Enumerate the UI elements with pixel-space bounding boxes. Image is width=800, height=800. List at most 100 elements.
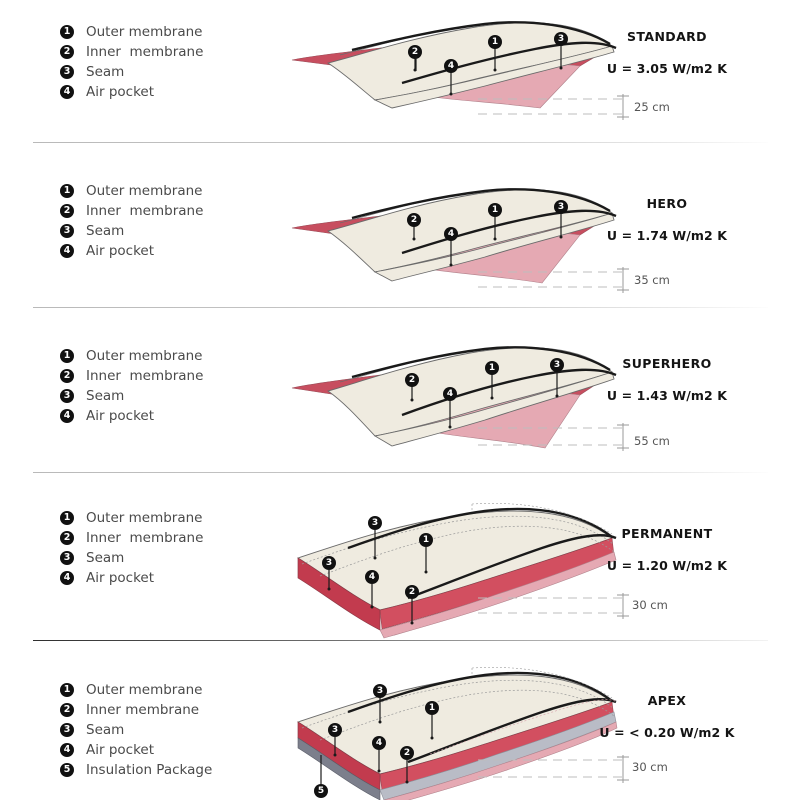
variant-row-superhero: 1 Outer membrane 2 Inner membrane 3 Seam… [0, 308, 800, 473]
variant-name: APEX [647, 693, 687, 708]
svg-text:1: 1 [489, 363, 495, 373]
callout-marker: 3 [554, 32, 568, 70]
callout-marker: 3 [328, 723, 342, 757]
variant-info-standard: STANDARD U = 3.05 W/m2 K [562, 29, 772, 76]
callout-marker: 1 [488, 35, 502, 72]
legend-badge: 2 [60, 703, 74, 717]
callout-marker: 1 [488, 203, 502, 241]
variant-u-value: U = < 0.20 W/m2 K [599, 725, 735, 740]
variant-row-apex: 1 Outer membrane 2 Inner membrane 3 Seam… [0, 641, 800, 800]
list-item: 4 Air pocket [60, 406, 203, 426]
legend-badge: 1 [60, 683, 74, 697]
membrane-illustration-hero: 2 4 1 3 [280, 173, 620, 303]
list-item: 4 Air pocket [60, 82, 203, 102]
row-divider [33, 640, 768, 642]
legend-label: Outer membrane [86, 348, 203, 364]
variant-name: PERMANENT [621, 526, 713, 541]
svg-text:4: 4 [369, 572, 375, 582]
svg-text:1: 1 [492, 205, 498, 215]
legend-badge: 4 [60, 244, 74, 258]
dimension-label: 55 cm [634, 434, 670, 448]
callout-marker: 2 [408, 45, 422, 72]
variant-info-hero: HERO U = 1.74 W/m2 K [562, 196, 772, 243]
svg-text:4: 4 [447, 389, 453, 399]
legend-badge: 3 [60, 389, 74, 403]
legend-badge: 4 [60, 409, 74, 423]
row-divider [33, 307, 768, 308]
svg-text:4: 4 [448, 61, 454, 71]
legend-badge: 1 [60, 25, 74, 39]
legend-badge: 5 [60, 763, 74, 777]
legend-hero: 1 Outer membrane 2 Inner membrane 3 Seam… [60, 181, 203, 261]
callout-marker: 4 [365, 570, 379, 609]
legend-label: Seam [86, 550, 125, 566]
callout-marker: 3 [550, 358, 564, 398]
list-item: 3 Seam [60, 720, 212, 740]
legend-badge: 4 [60, 743, 74, 757]
callout-marker: 3 [322, 556, 336, 591]
variant-name: HERO [646, 196, 688, 211]
svg-text:1: 1 [492, 37, 498, 47]
legend-apex: 1 Outer membrane 2 Inner membrane 3 Seam… [60, 680, 212, 780]
legend-label: Outer membrane [86, 183, 203, 199]
svg-text:3: 3 [558, 202, 564, 212]
legend-label: Outer membrane [86, 682, 203, 698]
variant-u-value: U = 1.43 W/m2 K [606, 388, 728, 403]
svg-text:3: 3 [372, 518, 378, 528]
legend-label: Outer membrane [86, 24, 203, 40]
legend-permanent: 1 Outer membrane 2 Inner membrane 3 Seam… [60, 508, 203, 588]
svg-text:2: 2 [411, 215, 417, 225]
dimension-indicator-permanent [478, 593, 629, 619]
list-item: 2 Inner membrane [60, 366, 203, 386]
list-item: 3 Seam [60, 62, 203, 82]
callout-marker: 3 [368, 516, 382, 560]
legend-label: Seam [86, 722, 125, 738]
row-divider [33, 142, 768, 143]
legend-label: Seam [86, 64, 125, 80]
variant-info-superhero: SUPERHERO U = 1.43 W/m2 K [562, 356, 772, 403]
legend-label: Inner membrane [86, 203, 204, 219]
membrane-illustration-superhero: 2 4 1 3 [280, 330, 620, 465]
legend-label: Air pocket [86, 243, 155, 259]
list-item: 1 Outer membrane [60, 22, 203, 42]
legend-badge: 1 [60, 511, 74, 525]
legend-label: Air pocket [86, 742, 155, 758]
svg-text:2: 2 [412, 47, 418, 57]
variant-row-permanent: 1 Outer membrane 2 Inner membrane 3 Seam… [0, 473, 800, 642]
legend-badge: 2 [60, 531, 74, 545]
svg-text:3: 3 [326, 558, 332, 568]
svg-text:4: 4 [448, 229, 454, 239]
list-item: 1 Outer membrane [60, 680, 212, 700]
dimension-indicator-standard [478, 94, 629, 120]
row-divider [33, 472, 768, 473]
legend-label: Seam [86, 388, 125, 404]
legend-badge: 1 [60, 349, 74, 363]
list-item: 2 Inner membrane [60, 42, 203, 62]
callout-marker: 3 [554, 200, 568, 239]
legend-label: Insulation Package [86, 762, 213, 778]
list-item: 1 Outer membrane [60, 346, 203, 366]
callout-marker: 3 [373, 684, 387, 724]
legend-label: Seam [86, 223, 125, 239]
legend-badge: 3 [60, 224, 74, 238]
dimension-indicator-hero [478, 267, 629, 293]
legend-label: Air pocket [86, 84, 155, 100]
legend-badge: 2 [60, 204, 74, 218]
callout-marker: 1 [485, 361, 499, 400]
legend-badge: 3 [60, 723, 74, 737]
legend-badge: 3 [60, 551, 74, 565]
svg-text:2: 2 [409, 587, 415, 597]
variant-name: SUPERHERO [622, 356, 712, 371]
callout-marker: 2 [407, 213, 421, 241]
callout-marker: 2 [405, 585, 419, 625]
variant-row-hero: 1 Outer membrane 2 Inner membrane 3 Seam… [0, 143, 800, 308]
legend-badge: 4 [60, 571, 74, 585]
svg-text:1: 1 [423, 535, 429, 545]
legend-label: Outer membrane [86, 510, 203, 526]
dimension-indicator-superhero [478, 423, 629, 451]
variant-u-value: U = 3.05 W/m2 K [606, 61, 728, 76]
list-item: 1 Outer membrane [60, 181, 203, 201]
legend-label: Inner membrane [86, 44, 204, 60]
callout-marker: 4 [444, 227, 458, 267]
